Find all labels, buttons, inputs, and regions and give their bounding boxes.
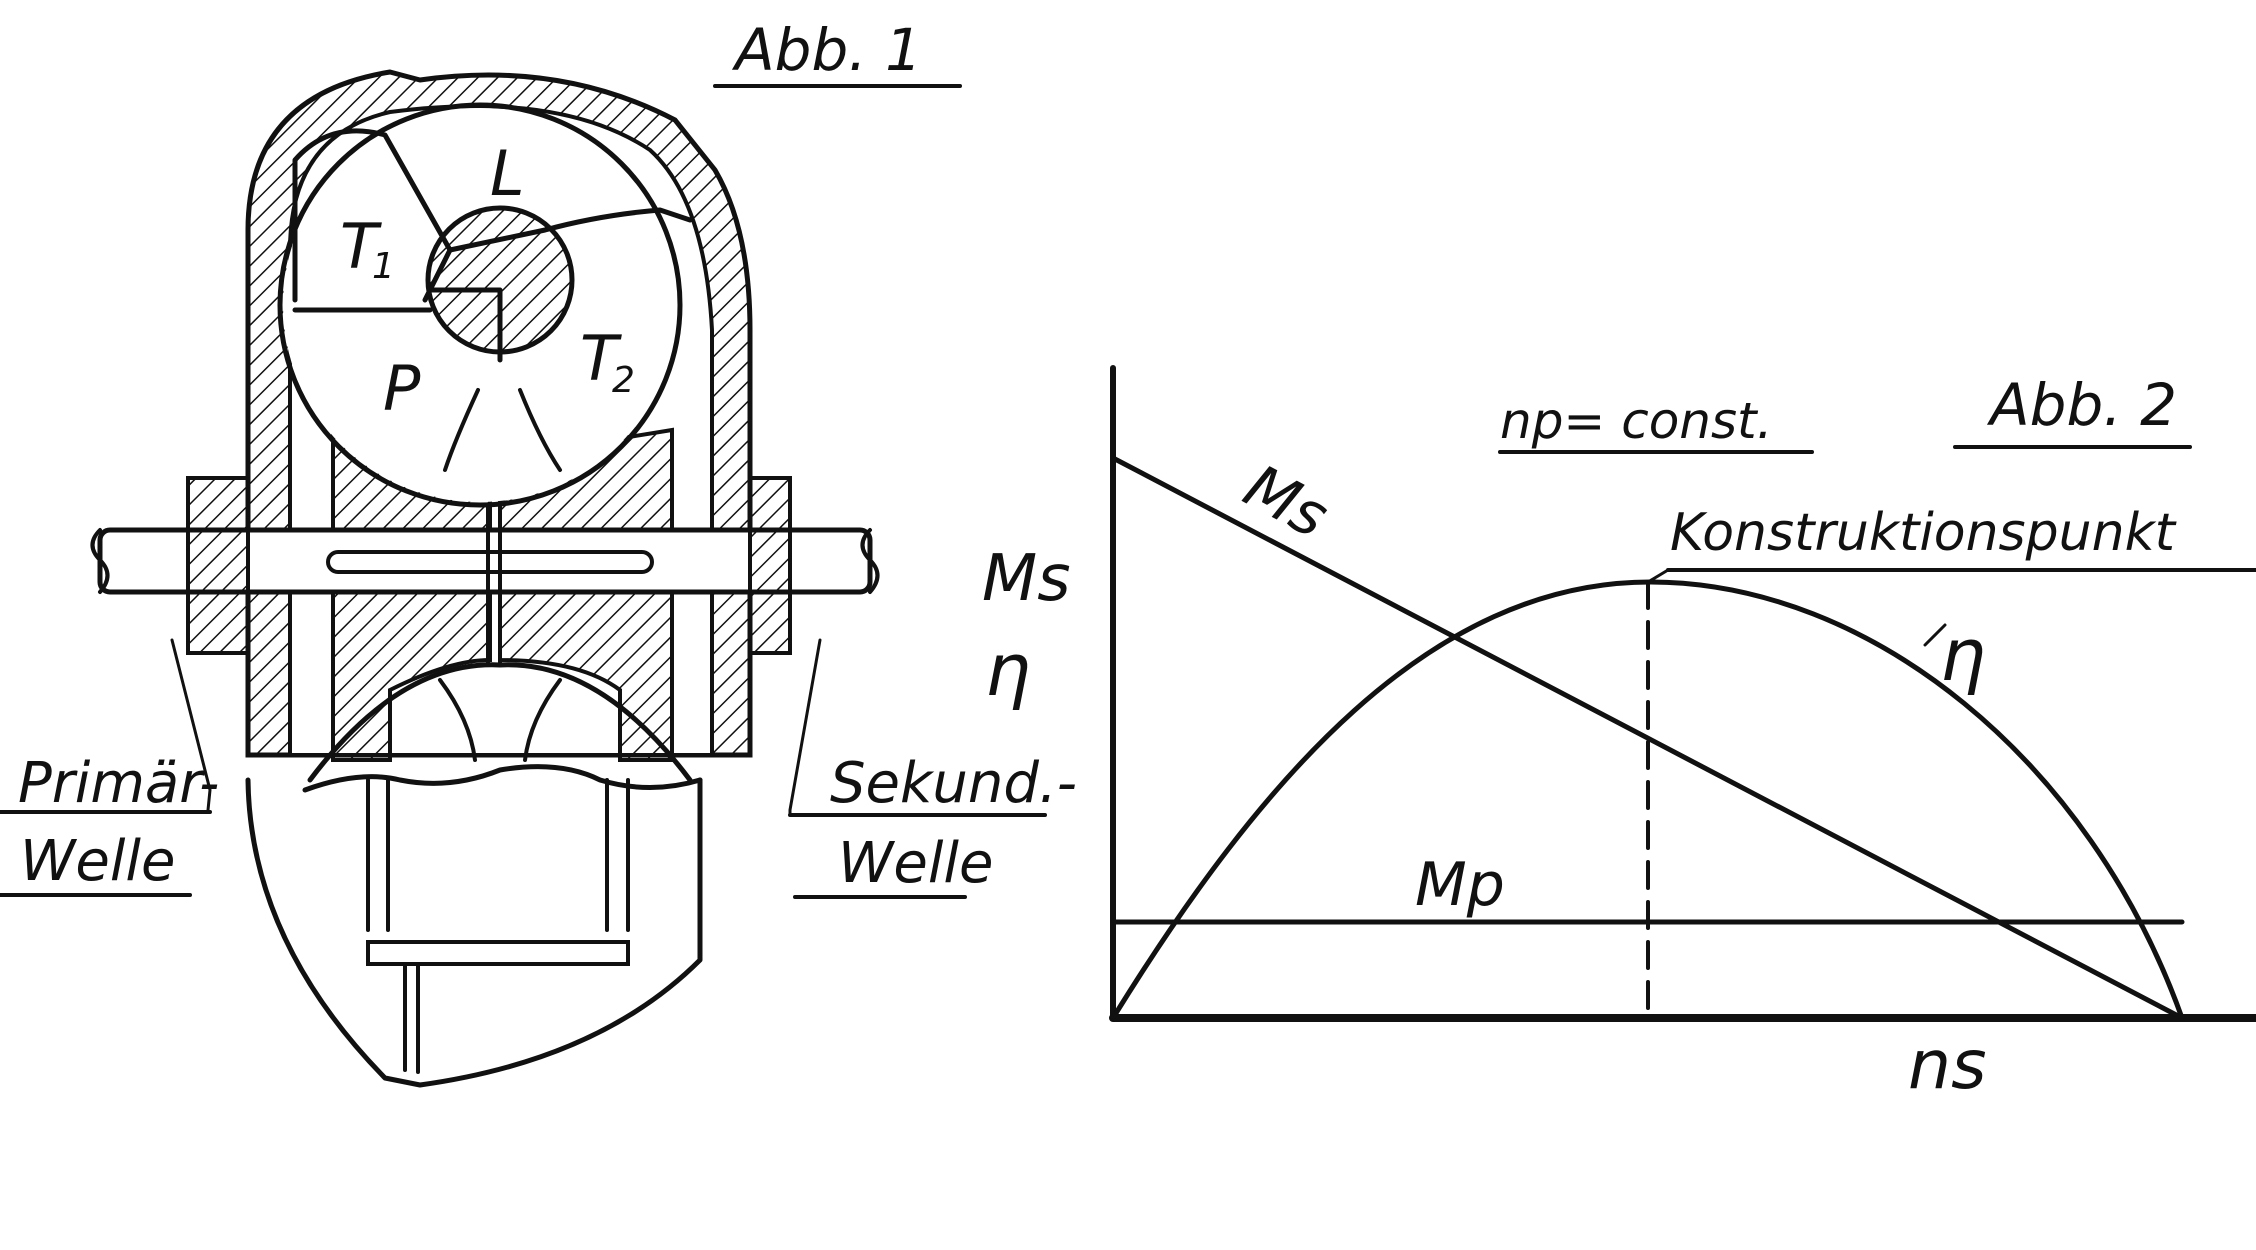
design-point-label: Konstruktionspunkt (1670, 503, 2177, 563)
lower-stem (403, 962, 420, 1074)
label-t2-subscript: 2 (612, 360, 635, 401)
secondary-flange (748, 476, 792, 655)
section-break-line (302, 764, 703, 793)
guide-channel-t1 (292, 128, 453, 303)
characteristic-diagram: Abb. 2 np= const. Ms η ns Ms Mp η Konstr… (982, 365, 2256, 1105)
label-t2: T (580, 322, 622, 395)
secondary-shaft-leader (788, 638, 822, 817)
label-l: L (490, 137, 525, 210)
lower-blade-left (438, 678, 477, 762)
figure2-caption: Abb. 2 (1986, 371, 2177, 439)
lower-shell (245, 777, 703, 1088)
primary-torque-label: Mp (1415, 850, 1505, 920)
design-point-leader (1646, 568, 1670, 584)
lower-frame-right (605, 778, 630, 932)
secondary-shaft-label-line2: Welle (838, 831, 993, 896)
pump-blade-curve (443, 388, 480, 472)
lower-frame-left (366, 778, 390, 932)
lower-frame-bar (366, 940, 630, 966)
working-torus-lower (307, 662, 693, 783)
label-p: P (383, 352, 421, 425)
secondary-shaft-label-line1: Sekund.- (830, 751, 1077, 816)
shaft-break-left (90, 528, 110, 594)
efficiency-label-leader (1923, 623, 1947, 647)
y-axis-label-eta: η (985, 628, 1031, 712)
primary-shaft-label-line2: Welle (20, 829, 175, 894)
coupling-cross-section: Abb. 1 (0, 16, 1077, 1088)
primary-shaft-label-line1: Primär- (18, 751, 219, 816)
lower-blade-right (523, 678, 562, 762)
label-t1: T (340, 210, 382, 283)
primary-flange (186, 476, 250, 655)
core-step (427, 287, 503, 363)
secondary-torque-label: Ms (1233, 451, 1339, 552)
shaft-break-right (860, 528, 880, 594)
label-t1-subscript: 1 (372, 246, 395, 287)
turbine-blade-curve (518, 388, 562, 472)
figure1-caption: Abb. 1 (731, 16, 922, 84)
condition-label: np= const. (1500, 392, 1773, 450)
primary-shaft-leader (170, 638, 212, 812)
secondary-torque-line (1110, 455, 2185, 1021)
x-axis-label: ns (1908, 1026, 1987, 1105)
y-axis-label-ms: Ms (982, 542, 1071, 616)
efficiency-label: η (1940, 613, 1986, 697)
working-torus-upper (277, 102, 683, 508)
